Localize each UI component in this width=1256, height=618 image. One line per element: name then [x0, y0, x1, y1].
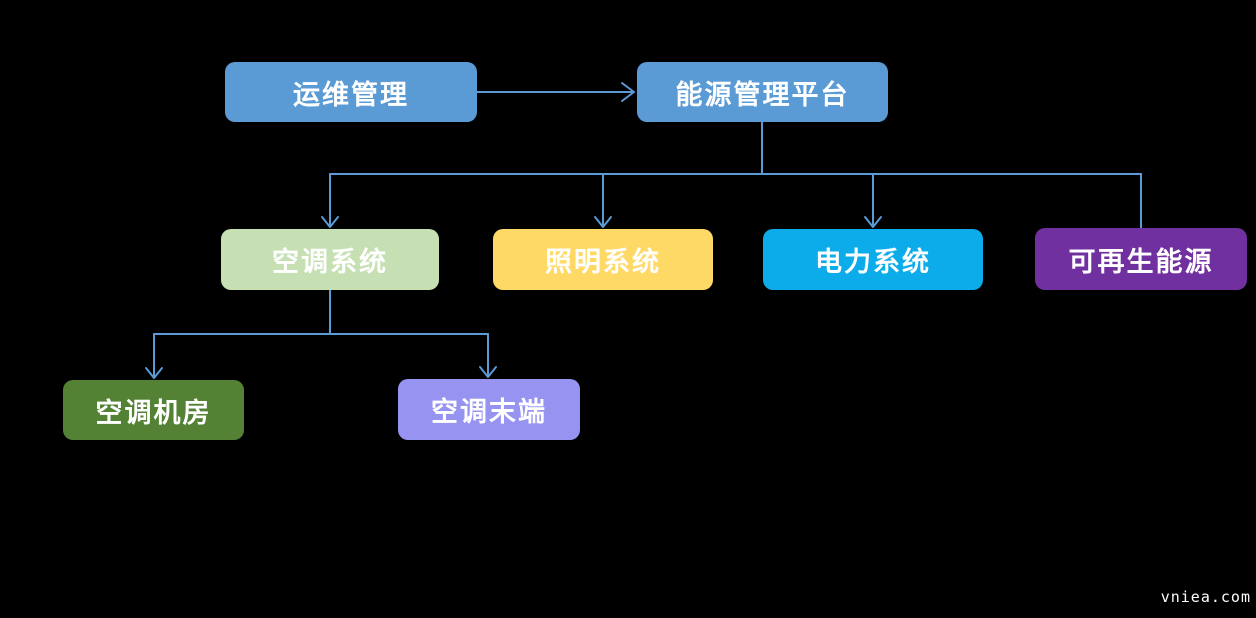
- arrowhead-down-icon: [864, 216, 882, 228]
- node-hvac-terminal: 空调末端: [398, 379, 580, 440]
- arrowhead-right-icon: [621, 82, 635, 102]
- node-power-system: 电力系统: [763, 229, 983, 290]
- connector-group: [145, 82, 1142, 379]
- node-renewable-energy: 可再生能源: [1035, 228, 1247, 290]
- arrowhead-down-icon: [479, 366, 497, 378]
- node-hvac-plant-room: 空调机房: [63, 380, 244, 440]
- node-hvac-system: 空调系统: [221, 229, 439, 290]
- arrowhead-down-icon: [145, 367, 163, 379]
- node-lighting-system: 照明系统: [493, 229, 713, 290]
- node-energy-platform: 能源管理平台: [637, 62, 888, 122]
- arrowhead-down-icon: [321, 216, 339, 228]
- arrowhead-down-icon: [594, 216, 612, 228]
- node-ops-management: 运维管理: [225, 62, 477, 122]
- watermark-text: vniea.com: [1160, 588, 1251, 606]
